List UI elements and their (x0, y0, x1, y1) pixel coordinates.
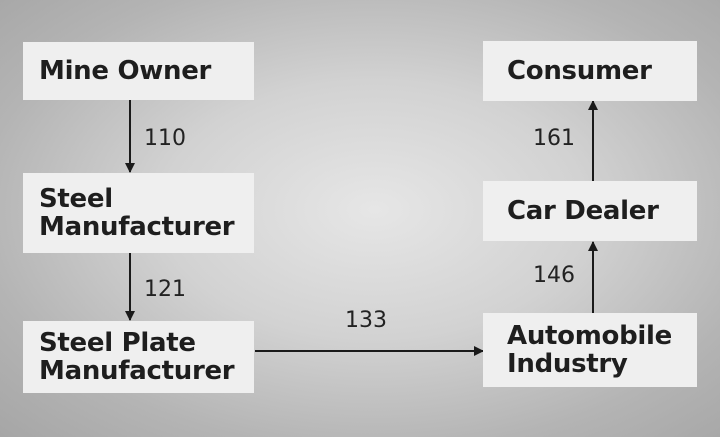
node-car-dealer-label: Car Dealer (507, 196, 659, 226)
node-steel-manufacturer: Steel Manufacturer (23, 173, 254, 253)
edge-label-auto-to-dealer: 146 (533, 263, 575, 288)
node-automobile-industry-label: Automobile Industry (507, 321, 672, 379)
node-mine-owner: Mine Owner (23, 42, 254, 100)
node-steel-plate-manufacturer-label: Steel Plate Manufacturer (39, 328, 235, 386)
node-mine-owner-label: Mine Owner (39, 56, 212, 86)
node-car-dealer: Car Dealer (483, 181, 697, 241)
node-consumer-label: Consumer (507, 56, 652, 86)
node-steel-manufacturer-label: Steel Manufacturer (39, 184, 235, 242)
edge-label-steel-to-plate: 121 (144, 277, 186, 302)
edge-label-plate-to-auto: 133 (345, 308, 387, 333)
edge-label-dealer-to-consumer: 161 (533, 126, 575, 151)
edge-label-mine-to-steel: 110 (144, 126, 186, 151)
node-automobile-industry: Automobile Industry (483, 313, 697, 387)
node-consumer: Consumer (483, 41, 697, 101)
node-steel-plate-manufacturer: Steel Plate Manufacturer (23, 321, 254, 393)
